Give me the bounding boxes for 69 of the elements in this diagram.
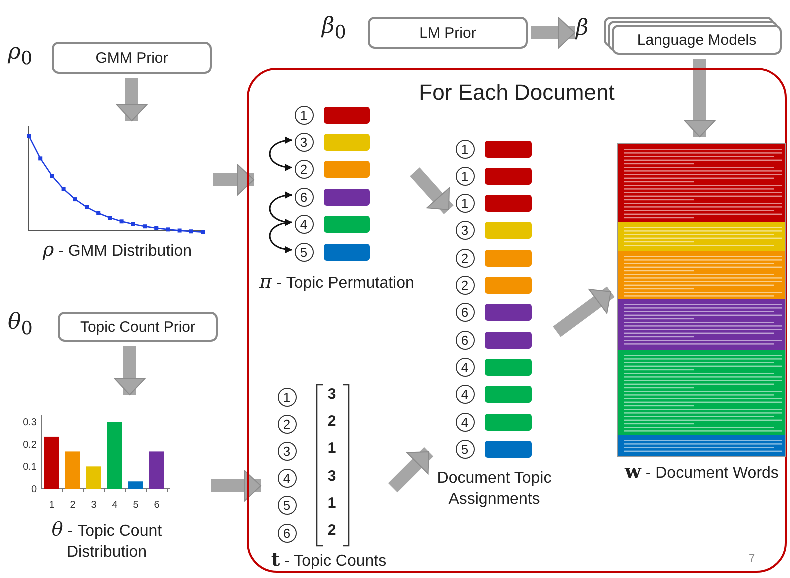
circled-number: 3 — [278, 442, 296, 461]
circled-number: 2 — [456, 248, 474, 268]
block-arrow — [211, 470, 262, 502]
circled-number: 1 — [294, 106, 314, 124]
curved-arrow — [269, 137, 293, 171]
axis-tick-label: 0.2 — [23, 440, 37, 451]
frame-title: For Each Document — [418, 80, 616, 106]
circled-number: 2 — [278, 414, 296, 434]
axis-tick-label: 3 — [91, 500, 97, 511]
count-value: 2 — [326, 413, 338, 430]
circled-number: 4 — [278, 469, 296, 488]
count-value: 1 — [326, 495, 338, 512]
node-label: Document Topic Assignments — [436, 469, 553, 510]
block-arrow — [684, 59, 716, 138]
axis-tick-label: 0.1 — [23, 462, 37, 474]
node-label: w - Document Words — [624, 462, 780, 484]
axis-tick-label: 1 — [49, 500, 55, 511]
stacked-card-label: Language Models — [612, 25, 782, 55]
curved-arrow — [269, 192, 293, 226]
rounded-box: Topic Count Prior — [58, 312, 218, 342]
math-symbol: β — [576, 16, 589, 41]
circled-number: 2 — [294, 160, 314, 180]
math-symbol: ρ$_{0}$ — [8, 40, 33, 70]
document-frame — [247, 68, 787, 573]
circled-number: 5 — [278, 496, 296, 516]
axis-tick-label: 0 — [31, 484, 37, 496]
circled-number: 3 — [294, 132, 314, 152]
circled-number: 1 — [278, 388, 296, 406]
circled-number: 4 — [456, 412, 474, 432]
node-label: t - Topic Counts — [270, 550, 388, 572]
rounded-box: GMM Prior — [52, 42, 212, 74]
block-arrow — [410, 168, 454, 214]
circled-number: 1 — [456, 194, 474, 214]
circled-number: 4 — [294, 215, 314, 234]
count-value: 2 — [326, 522, 338, 539]
block-arrow — [388, 447, 434, 493]
circled-number: 6 — [278, 524, 296, 542]
count-value: 3 — [326, 386, 338, 403]
block-arrow — [213, 164, 254, 196]
block-arrow — [114, 346, 146, 396]
axis-tick-label: 6 — [154, 500, 160, 511]
circled-number: 2 — [456, 276, 474, 295]
math-symbol: θ$_{0}$ — [8, 310, 33, 340]
circled-number: 6 — [456, 303, 474, 322]
circled-number: 6 — [456, 330, 474, 350]
math-symbol: β$_{0}$ — [322, 14, 346, 44]
node-label: θ - Topic Count Distribution — [50, 520, 164, 563]
circled-number: 4 — [456, 358, 474, 377]
axis-tick-label: 0.3 — [23, 418, 37, 428]
rounded-box: LM Prior — [368, 17, 528, 49]
node-label: π - Topic Permutation — [258, 272, 416, 294]
page-number: 7 — [748, 553, 756, 565]
node-label: ρ - GMM Distribution — [42, 240, 193, 262]
circled-number: 5 — [294, 242, 314, 262]
axis-tick-label: 5 — [133, 500, 139, 511]
block-arrow — [553, 286, 615, 338]
axis-tick-label: 2 — [70, 500, 76, 511]
circled-number: 1 — [456, 166, 474, 186]
count-value: 3 — [326, 468, 338, 485]
curved-arrow — [269, 222, 293, 253]
circled-number: 6 — [294, 188, 314, 207]
count-value: 1 — [326, 440, 338, 457]
circled-number: 3 — [456, 221, 474, 240]
circled-number: 1 — [456, 140, 474, 158]
axis-tick-label: 4 — [112, 500, 118, 511]
circled-number: 4 — [456, 385, 474, 404]
block-arrow — [116, 78, 148, 122]
block-arrow — [531, 18, 576, 48]
circled-number: 5 — [456, 440, 474, 459]
